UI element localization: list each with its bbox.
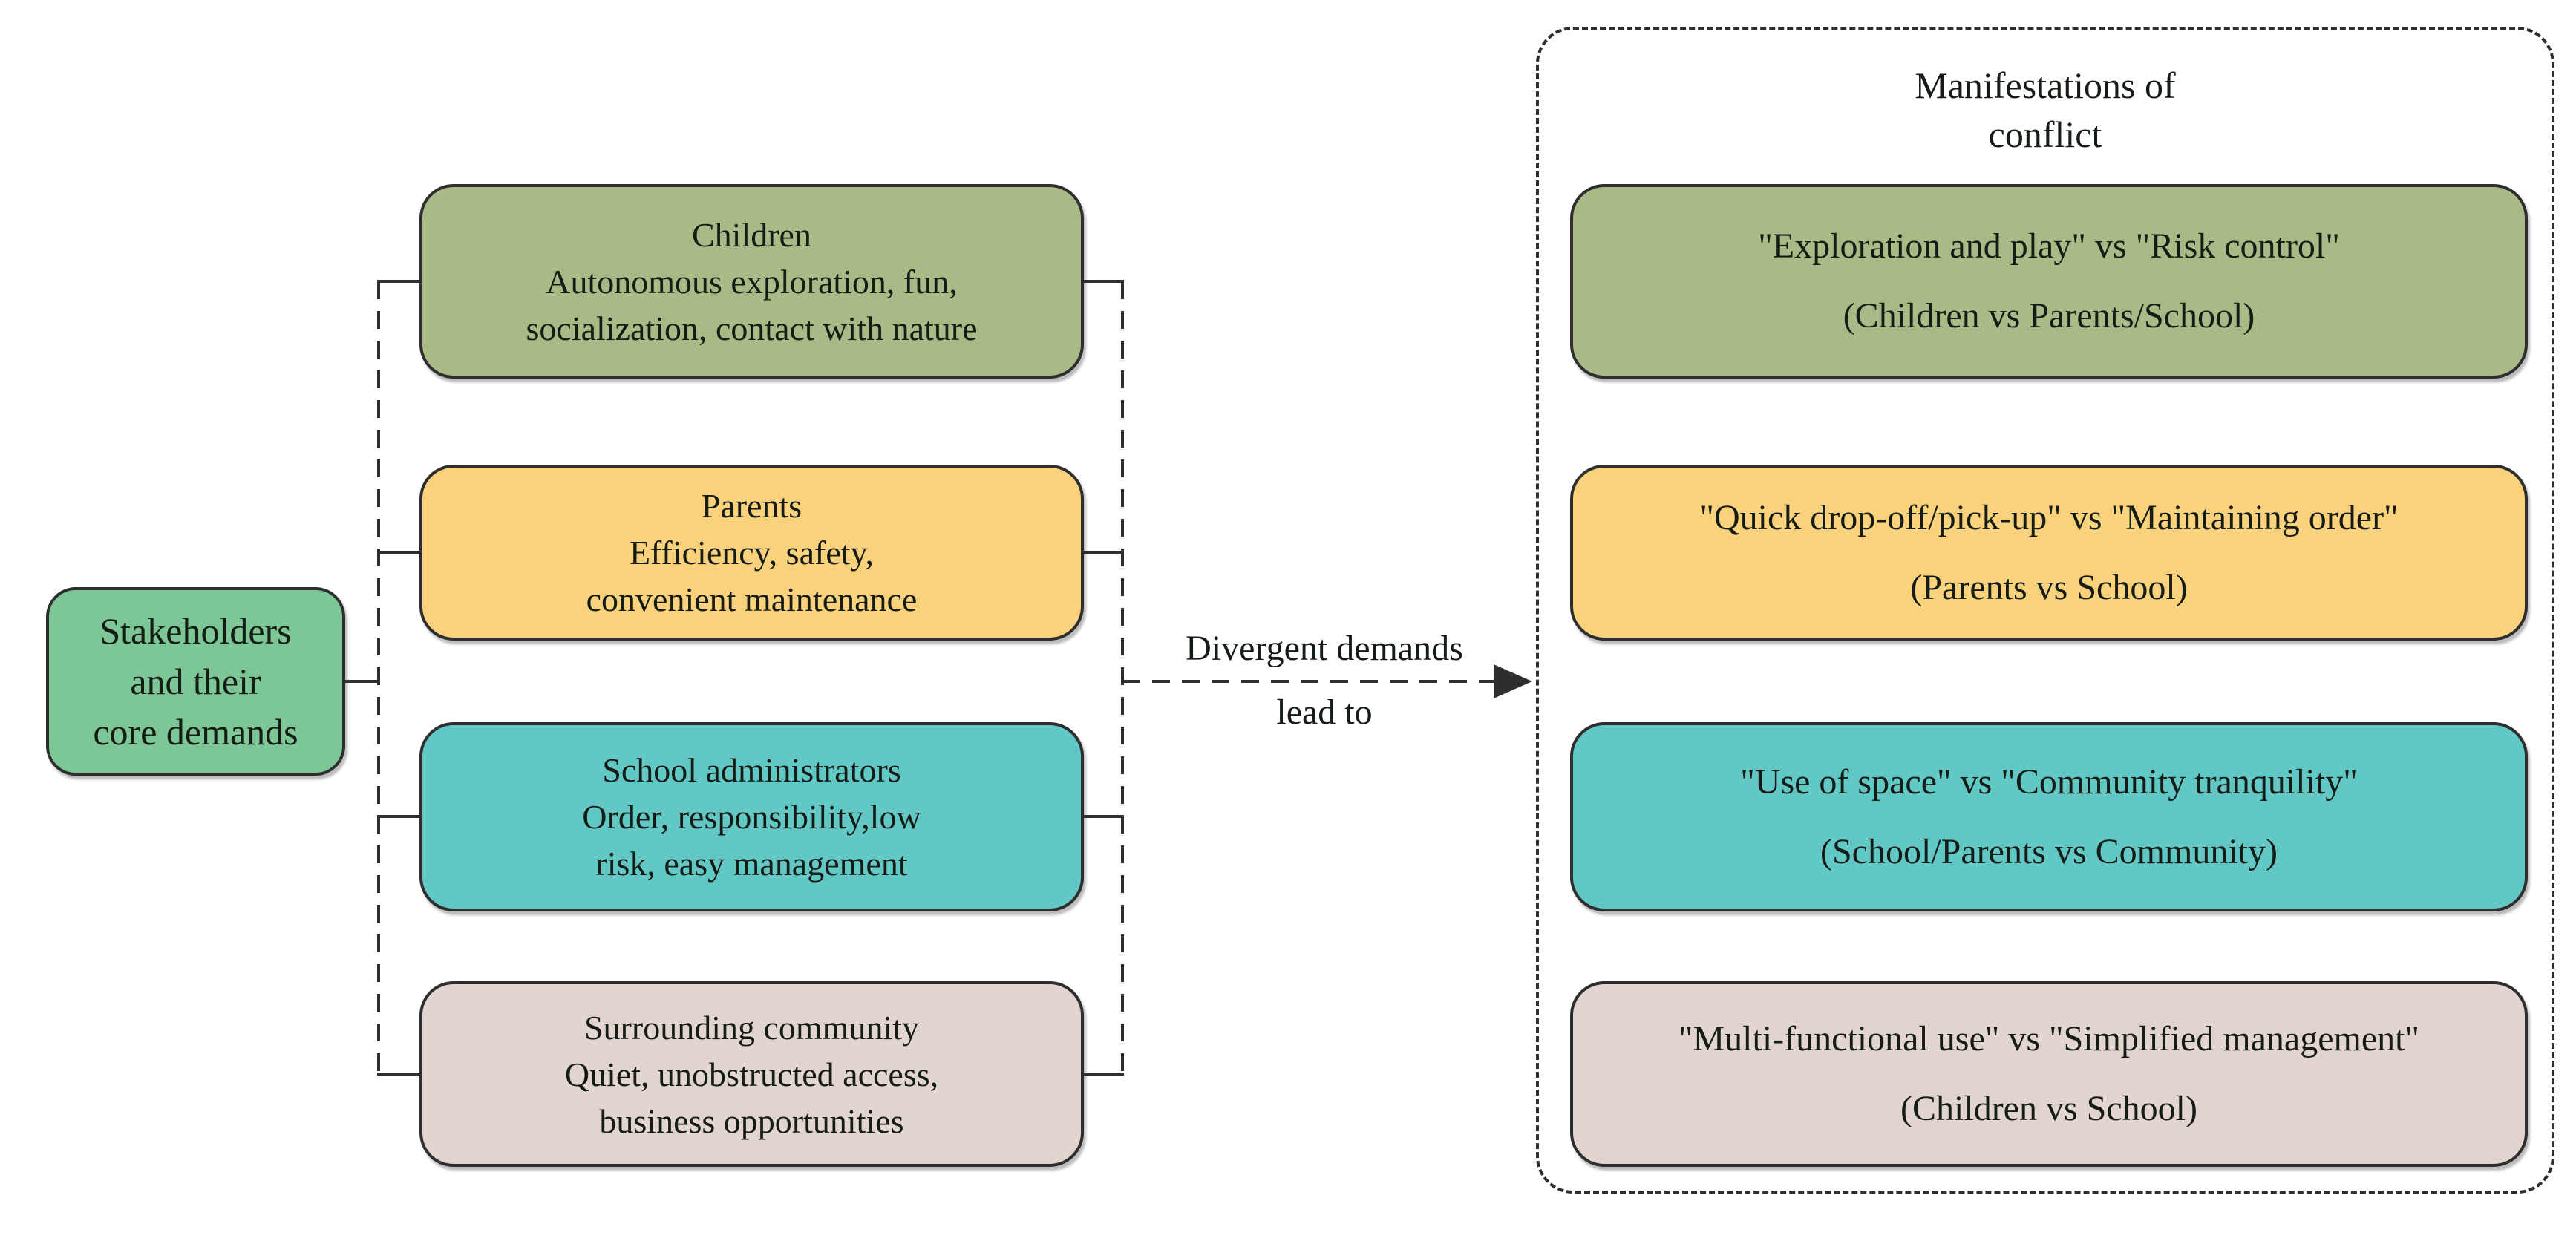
stakeholders-box-line: core demands xyxy=(93,711,298,753)
stakeholder-demand-line: Efficiency, safety, xyxy=(629,534,875,572)
conflict-box-4: "Multi-functional use" vs "Simplified ma… xyxy=(1570,981,2528,1167)
stakeholder-demand-line: Quiet, unobstructed access, xyxy=(564,1055,939,1093)
conflict-pair-line: "Quick drop-off/pick-up" vs "Maintaining… xyxy=(1699,497,2399,537)
stakeholder-demand-line: risk, easy management xyxy=(595,845,908,883)
manifestations-panel-title: Manifestations of conflict xyxy=(1539,61,2552,159)
stakeholder-box-3: School administrators Order, responsibil… xyxy=(419,722,1084,911)
stakeholder-demand-line: Autonomous exploration, fun, xyxy=(546,262,958,301)
stakeholder-demand-line: socialization, contact with nature xyxy=(526,309,978,347)
conflict-pair-line: "Use of space" vs "Community tranquility… xyxy=(1740,762,2358,802)
conflict-pair-line: "Exploration and play" vs "Risk control" xyxy=(1758,226,2340,266)
conflict-parties-line: (Children vs School) xyxy=(1900,1089,2197,1128)
stakeholder-demand-line: business opportunities xyxy=(599,1101,904,1140)
panel-title-line: Manifestations of xyxy=(1915,65,2176,106)
divergent-demands-label-line: Divergent demands xyxy=(1186,629,1463,668)
manifestations-panel: Manifestations of conflict xyxy=(1536,27,2554,1194)
stakeholder-box-1: Children Autonomous exploration, fun, so… xyxy=(419,184,1084,379)
stakeholders-box-line: and their xyxy=(130,661,261,702)
conflict-box-1: "Exploration and play" vs "Risk control"… xyxy=(1570,184,2528,379)
conflict-box-2: "Quick drop-off/pick-up" vs "Maintaining… xyxy=(1570,465,2528,641)
conflict-parties-line: (Children vs Parents/School) xyxy=(1843,296,2255,335)
stakeholders-core-demands-box: Stakeholders and their core demands xyxy=(46,587,345,776)
stakeholder-title: Parents xyxy=(701,487,802,525)
divergent-demands-label-line: lead to xyxy=(1276,693,1373,732)
conflict-pair-line: "Multi-functional use" vs "Simplified ma… xyxy=(1678,1019,2420,1058)
panel-title-line: conflict xyxy=(1988,114,2102,155)
stakeholder-demand-line: Order, responsibility,low xyxy=(582,798,921,836)
stakeholder-title: Children xyxy=(692,215,811,254)
stakeholder-box-4: Surrounding community Quiet, unobstructe… xyxy=(419,981,1084,1167)
stakeholder-title: Surrounding community xyxy=(583,1008,920,1047)
conflict-box-3: "Use of space" vs "Community tranquility… xyxy=(1570,722,2528,911)
stakeholders-box-line: Stakeholders xyxy=(99,610,292,652)
stakeholder-demand-line: convenient maintenance xyxy=(586,580,918,618)
conflict-parties-line: (Parents vs School) xyxy=(1910,567,2188,607)
stakeholder-box-2: Parents Efficiency, safety, convenient m… xyxy=(419,465,1084,641)
conflict-parties-line: (School/Parents vs Community) xyxy=(1820,831,2278,871)
divergent-demands-label: Divergent demands lead to xyxy=(1131,626,1517,735)
stakeholder-title: School administrators xyxy=(602,751,901,789)
